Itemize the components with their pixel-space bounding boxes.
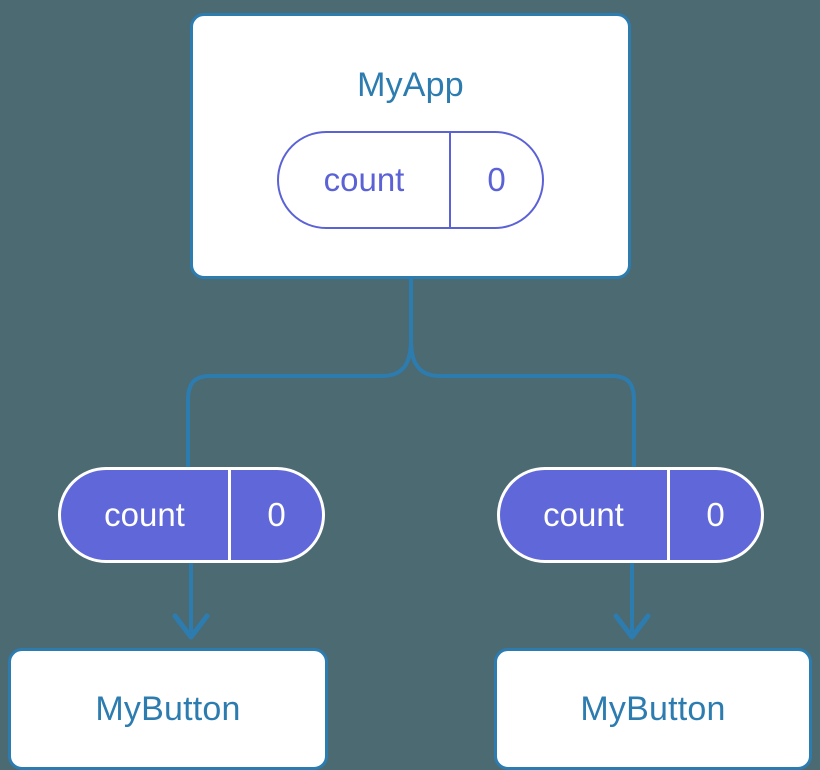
root-state-key: count (279, 133, 451, 227)
edge-trunk-split-left (186, 338, 413, 470)
root-component-label: MyApp (357, 66, 464, 104)
child-right-state-value: 0 (706, 496, 725, 533)
child-right-state-key: count (500, 470, 670, 560)
edge-trunk-split (409, 277, 636, 470)
root-state-value: 0 (487, 161, 506, 198)
child-left-state-key: count (61, 470, 231, 560)
child-left-component-label: MyButton (95, 689, 241, 728)
root-state-pill[interactable]: count 0 (277, 131, 544, 229)
edge-left-arrowhead-icon (172, 613, 210, 640)
child-left-state-pill[interactable]: count 0 (58, 467, 325, 563)
child-right-component-label: MyButton (580, 689, 726, 728)
child-left-component-node[interactable]: MyButton (8, 648, 328, 770)
child-right-component-node[interactable]: MyButton (494, 648, 812, 770)
child-right-state-pill[interactable]: count 0 (497, 467, 764, 563)
child-left-state-value: 0 (267, 496, 286, 533)
edge-right-arrowhead-icon (613, 613, 651, 640)
root-component-node[interactable]: MyApp count 0 (190, 13, 631, 279)
